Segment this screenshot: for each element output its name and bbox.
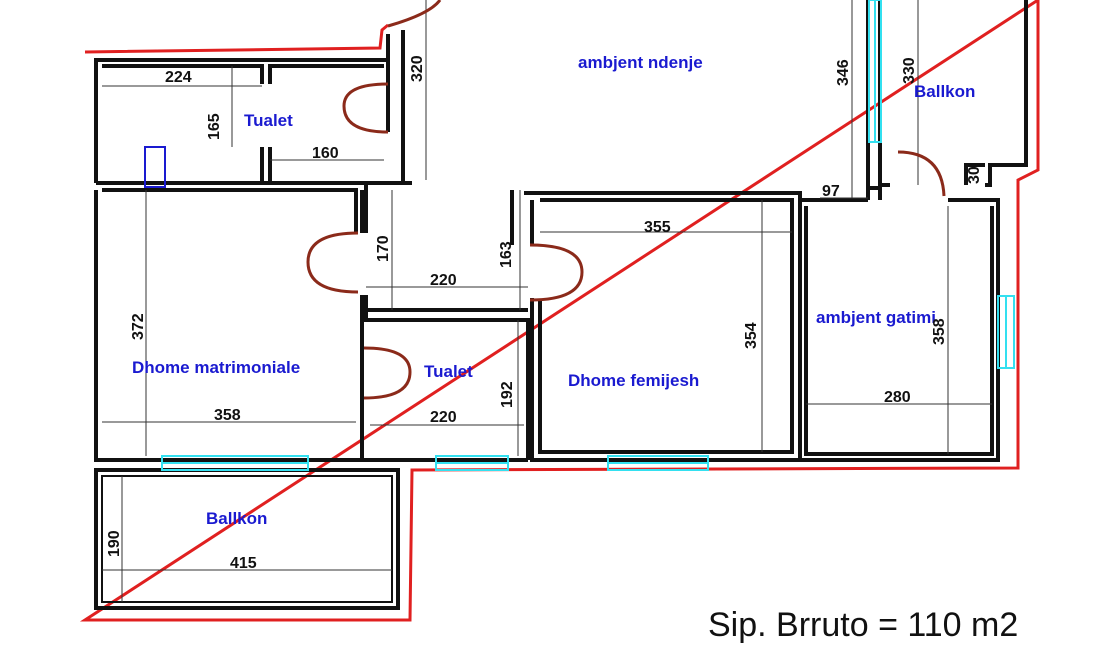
- dimension-160: 160: [312, 145, 339, 162]
- dimension-97: 97: [822, 183, 840, 200]
- room-label-master-bedroom: Dhome matrimoniale: [132, 358, 300, 377]
- dimension-30: 30: [966, 166, 983, 184]
- door-balcony-top: [897, 150, 946, 197]
- dimension-165: 165: [206, 113, 223, 140]
- room-label-kitchen: ambjent gatimi: [816, 308, 936, 327]
- dimension-224: 224: [165, 69, 192, 86]
- dimension-190: 190: [106, 530, 123, 557]
- room-label-balcony-bottom: Ballkon: [206, 509, 267, 528]
- room-label-toilet-mid: Tualet: [424, 362, 473, 381]
- exterior-outline: [79, 0, 1040, 622]
- door-entrance: [387, 0, 442, 28]
- dimension-163: 163: [498, 241, 515, 268]
- room-label-living: ambjent ndenje: [578, 53, 703, 72]
- walls: [94, 0, 1028, 610]
- door-toilet-mid: [363, 346, 412, 400]
- doors: [306, 0, 946, 400]
- dimension-415: 415: [230, 555, 257, 572]
- room-label-toilet-top: Tualet: [244, 111, 293, 130]
- dimension-354: 354: [743, 322, 760, 349]
- dimension-320: 320: [409, 55, 426, 82]
- gross-area-label: Sip. Brruto = 110 m2: [708, 606, 1019, 644]
- door-master-bedroom: [306, 231, 359, 294]
- dimension-358-bedroom: 358: [214, 407, 241, 424]
- dimension-lines: [102, 0, 992, 602]
- dimension-355: 355: [644, 219, 671, 236]
- room-label-balcony-top: Ballkon: [914, 82, 975, 101]
- shower-fixture: [144, 146, 166, 188]
- door-children-room: [529, 243, 584, 302]
- door-toilet-top: [342, 82, 389, 134]
- dimension-330: 330: [901, 57, 918, 84]
- dimension-192: 192: [499, 381, 516, 408]
- room-label-children-room: Dhome femijesh: [568, 371, 699, 390]
- dimension-372: 372: [130, 313, 147, 340]
- dimension-220-corridor: 220: [430, 272, 457, 289]
- dimension-358-kitchen: 358: [931, 318, 948, 345]
- dimension-346: 346: [835, 59, 852, 86]
- dimension-280: 280: [884, 389, 911, 406]
- dimension-220-toilet: 220: [430, 409, 457, 426]
- windows: [161, 0, 1015, 471]
- dimension-170: 170: [375, 235, 392, 262]
